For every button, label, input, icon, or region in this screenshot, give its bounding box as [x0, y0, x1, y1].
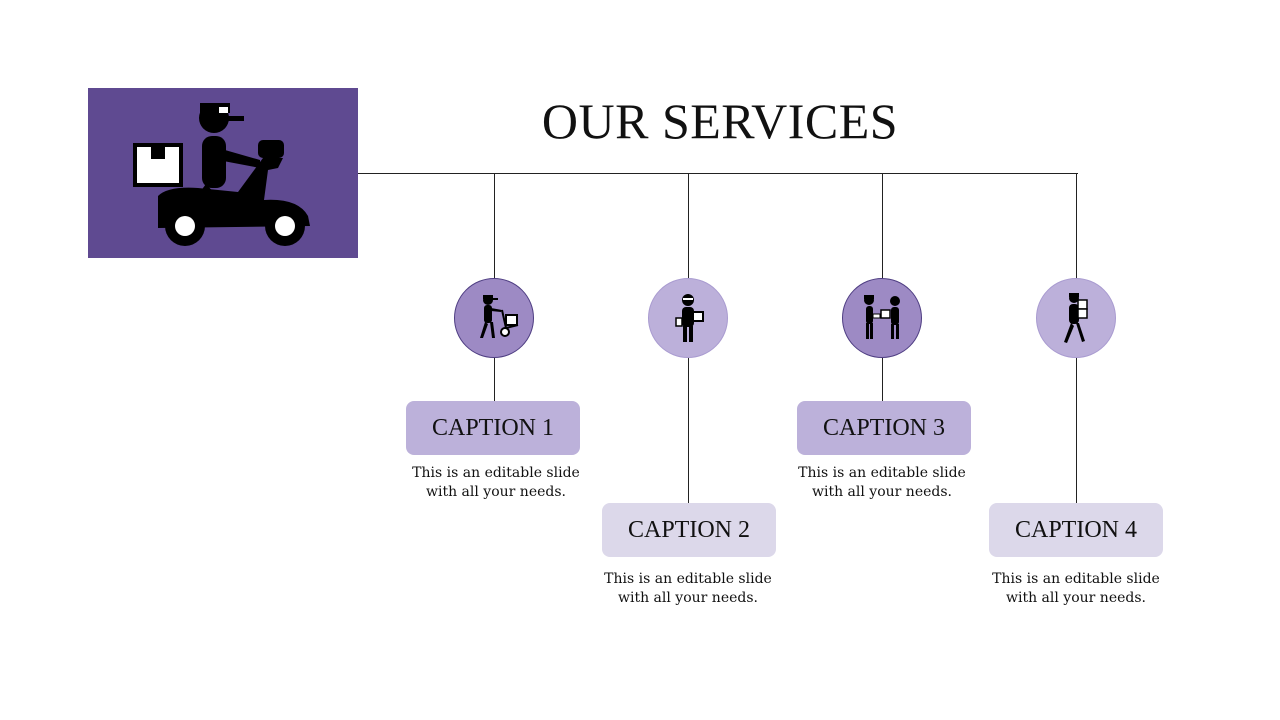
caption-3-description: This is an editable slide with all your … [798, 465, 966, 500]
connector-line-1-bottom [494, 358, 495, 402]
connector-line-3-bottom [882, 358, 883, 402]
caption-4-label: CAPTION 4 [1014, 516, 1137, 543]
connector-line-3-top [882, 173, 883, 278]
caption-1-description: This is an editable slide with all your … [412, 465, 580, 500]
carrying-boxes-icon [1064, 293, 1088, 343]
service-2-icon-circle [648, 278, 728, 358]
scooter-delivery-icon [133, 103, 310, 246]
caption-3-label: CAPTION 3 [822, 414, 945, 441]
service-3-icon-circle [842, 278, 922, 358]
hero-image [88, 88, 358, 258]
caption-4-box: CAPTION 4 [989, 503, 1163, 557]
page-title: OUR SERVICES [541, 93, 899, 149]
caption-2-description: This is an editable slide with all your … [604, 571, 772, 606]
caption-1-label: CAPTION 1 [431, 414, 554, 441]
caption-1-box: CAPTION 1 [406, 401, 580, 455]
caption-2-label: CAPTION 2 [627, 516, 750, 543]
caption-2-box: CAPTION 2 [602, 503, 776, 557]
connector-line-1-top [494, 173, 495, 278]
connector-line-2-bottom [688, 358, 689, 503]
package-handover-icon [864, 295, 900, 339]
connector-line-2-top [688, 173, 689, 278]
connector-line-4-bottom [1076, 358, 1077, 503]
service-4-icon-circle [1036, 278, 1116, 358]
courier-with-package-icon [675, 294, 704, 342]
caption-4-description: This is an editable slide with all your … [992, 571, 1160, 606]
service-1-icon-circle [454, 278, 534, 358]
hand-truck-delivery-icon [480, 295, 519, 338]
connector-line-4-top [1076, 173, 1077, 278]
caption-3-box: CAPTION 3 [797, 401, 971, 455]
connector-main-line [358, 173, 1078, 174]
